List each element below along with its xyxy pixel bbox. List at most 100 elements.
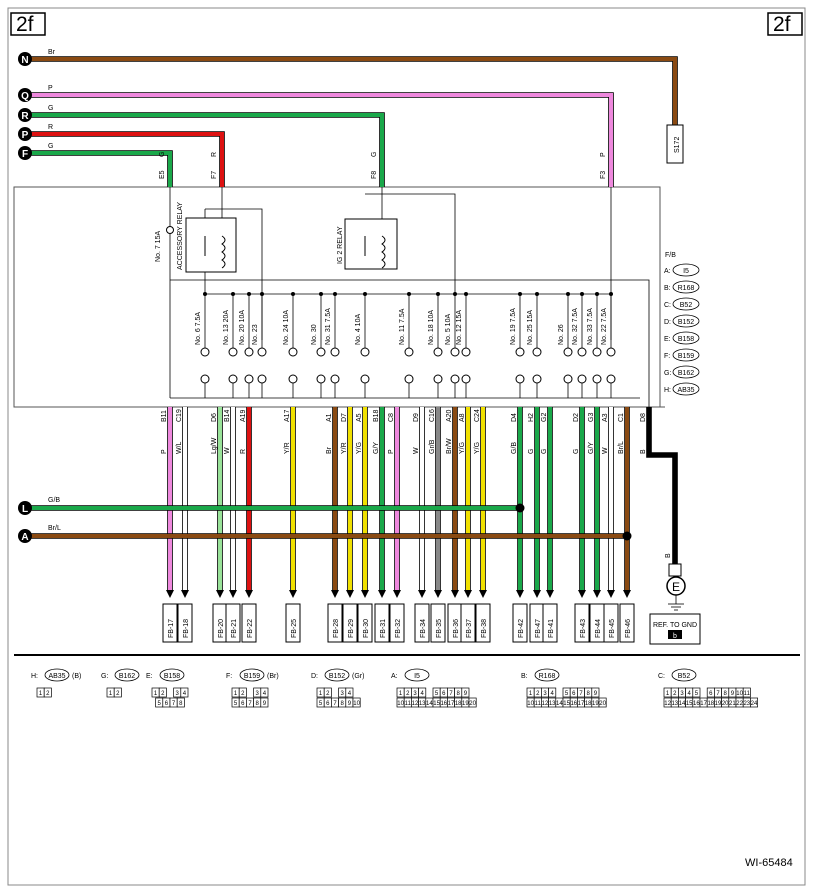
connector-pin-number: 4 [263, 691, 267, 697]
connector-cavity [750, 697, 758, 708]
fb-legend-value: AB35 [677, 387, 694, 394]
connector-pin-number: 18 [585, 701, 592, 707]
connector-pin-number: 6 [442, 691, 446, 697]
fb-legend-key: H: [664, 387, 671, 394]
fb-connector-label: FB-37 [466, 619, 473, 638]
connector-pin-number: 8 [587, 691, 591, 697]
input-fuse-pin: E5 [159, 170, 166, 179]
input-fuse-pin: F8 [371, 171, 378, 179]
connector-pin-number: 10 [397, 701, 404, 707]
connector-id: I5 [414, 673, 420, 680]
bus-a-wire-code: Br/L [48, 525, 61, 532]
fuse-label: No. 25 15A [527, 310, 534, 345]
connector-cavity [468, 697, 477, 708]
output-pin-label: A3 [602, 413, 609, 422]
connector-cavity [352, 697, 361, 708]
connector-pin-number: 8 [724, 691, 728, 697]
connector-pin-number: 19 [592, 701, 599, 707]
connector-pin-number: 7 [579, 691, 583, 697]
connector-id: AB35 [48, 673, 65, 680]
connector-pin-number: 1 [154, 691, 158, 697]
input-wire-code-vertical: G [159, 152, 166, 157]
connector-key: C: [658, 673, 665, 680]
connector-pin-number: 5 [234, 701, 238, 707]
ground-terminal [668, 563, 682, 577]
line-fuse-rail [170, 279, 650, 407]
output-arrow [393, 590, 401, 598]
fuse-label: No. 11 7.5A [399, 308, 406, 345]
connector-key: E: [146, 673, 153, 680]
fb-legend-oval [672, 348, 700, 362]
output-pin-label: C24 [474, 409, 481, 422]
output-arrow [533, 590, 541, 598]
connector-pin-number: 4 [348, 691, 352, 697]
fb-connector-label: FB-35 [436, 619, 443, 638]
connector-pin-number: 2 [406, 691, 410, 697]
connector-cavity [598, 697, 607, 708]
input-wire-n [30, 57, 677, 125]
input-wire-p [30, 132, 224, 187]
output-pin-label: A1 [326, 413, 333, 422]
output-wire-code: Y/G [459, 442, 466, 454]
ground-wire-outline [646, 407, 678, 568]
fb-connector-label: FB-25 [291, 619, 298, 638]
connector-key: A: [391, 673, 398, 680]
connector-pin-number: 1 [319, 691, 323, 697]
ref-to-gnd-tag: b [673, 633, 677, 640]
fuse-upper-symbol [592, 347, 602, 357]
connector-id: B52 [678, 673, 691, 680]
connector-pin-number: 13 [671, 701, 678, 707]
fuse-label: No. 30 [311, 324, 318, 345]
connector-pin-number: 8 [457, 691, 461, 697]
connector-pin-number: 7 [172, 701, 176, 707]
connector-pin-number: 3 [256, 691, 260, 697]
connector-cavity [742, 687, 751, 698]
input-wire-code-vertical: R [211, 152, 218, 157]
fuse-lower-symbol [257, 374, 267, 384]
output-wire-code: R [240, 449, 247, 454]
connector-id-oval [671, 668, 697, 682]
ground-label: E [672, 580, 680, 594]
connector-pin-number: 2 [673, 691, 677, 697]
output-arrow [593, 590, 601, 598]
line-ig-relay-feed [365, 193, 456, 294]
fb-legend-key: B: [664, 285, 671, 292]
fb-connector-box [241, 603, 257, 643]
fuse-label: No. 4 10A [355, 314, 362, 345]
fb-legend-value: R168 [678, 285, 695, 292]
fb-connector-box [374, 603, 390, 643]
output-pin-label: G3 [588, 413, 595, 422]
connector-cavity [158, 687, 167, 698]
output-wire-code: Y/R [284, 442, 291, 454]
fuse-7-symbol [166, 226, 174, 234]
ig2-relay-box [344, 218, 398, 270]
fuse-label: No. 24 10A [283, 310, 290, 345]
connector-pin-number: 12 [542, 701, 549, 707]
bus-a-terminal-circle [18, 529, 32, 543]
input-terminal-q-letter: Q [21, 91, 29, 102]
connector-pin-number: 4 [551, 691, 555, 697]
output-pin-label: C16 [429, 409, 436, 422]
connector-cavity [548, 687, 557, 698]
connector-pin-number: 8 [256, 701, 260, 707]
fuse-lower-symbol [461, 374, 471, 384]
fuse-upper-symbol [577, 347, 587, 357]
fb-legend-key: F: [664, 353, 670, 360]
output-wire-code: G/Y [588, 442, 595, 454]
fb-connector-label: FB-18 [183, 619, 190, 638]
connector-pin-number: 9 [594, 691, 598, 697]
input-wire-code: P [48, 85, 53, 92]
connector-key: D: [311, 673, 318, 680]
fb-legend-value: B52 [680, 302, 693, 309]
output-wire-code: Y/G [356, 442, 363, 454]
ground-wire-code: B [665, 553, 672, 558]
bus-a-terminal-letter: A [21, 532, 28, 543]
connector-cavity [260, 697, 269, 708]
connector-id-oval [239, 668, 265, 682]
connector-pin-number: 5 [435, 691, 439, 697]
output-arrow [346, 590, 354, 598]
connector-pin-number: 9 [731, 691, 735, 697]
connector-pin-number: 17 [448, 701, 455, 707]
input-terminal-q-circle [18, 88, 32, 102]
